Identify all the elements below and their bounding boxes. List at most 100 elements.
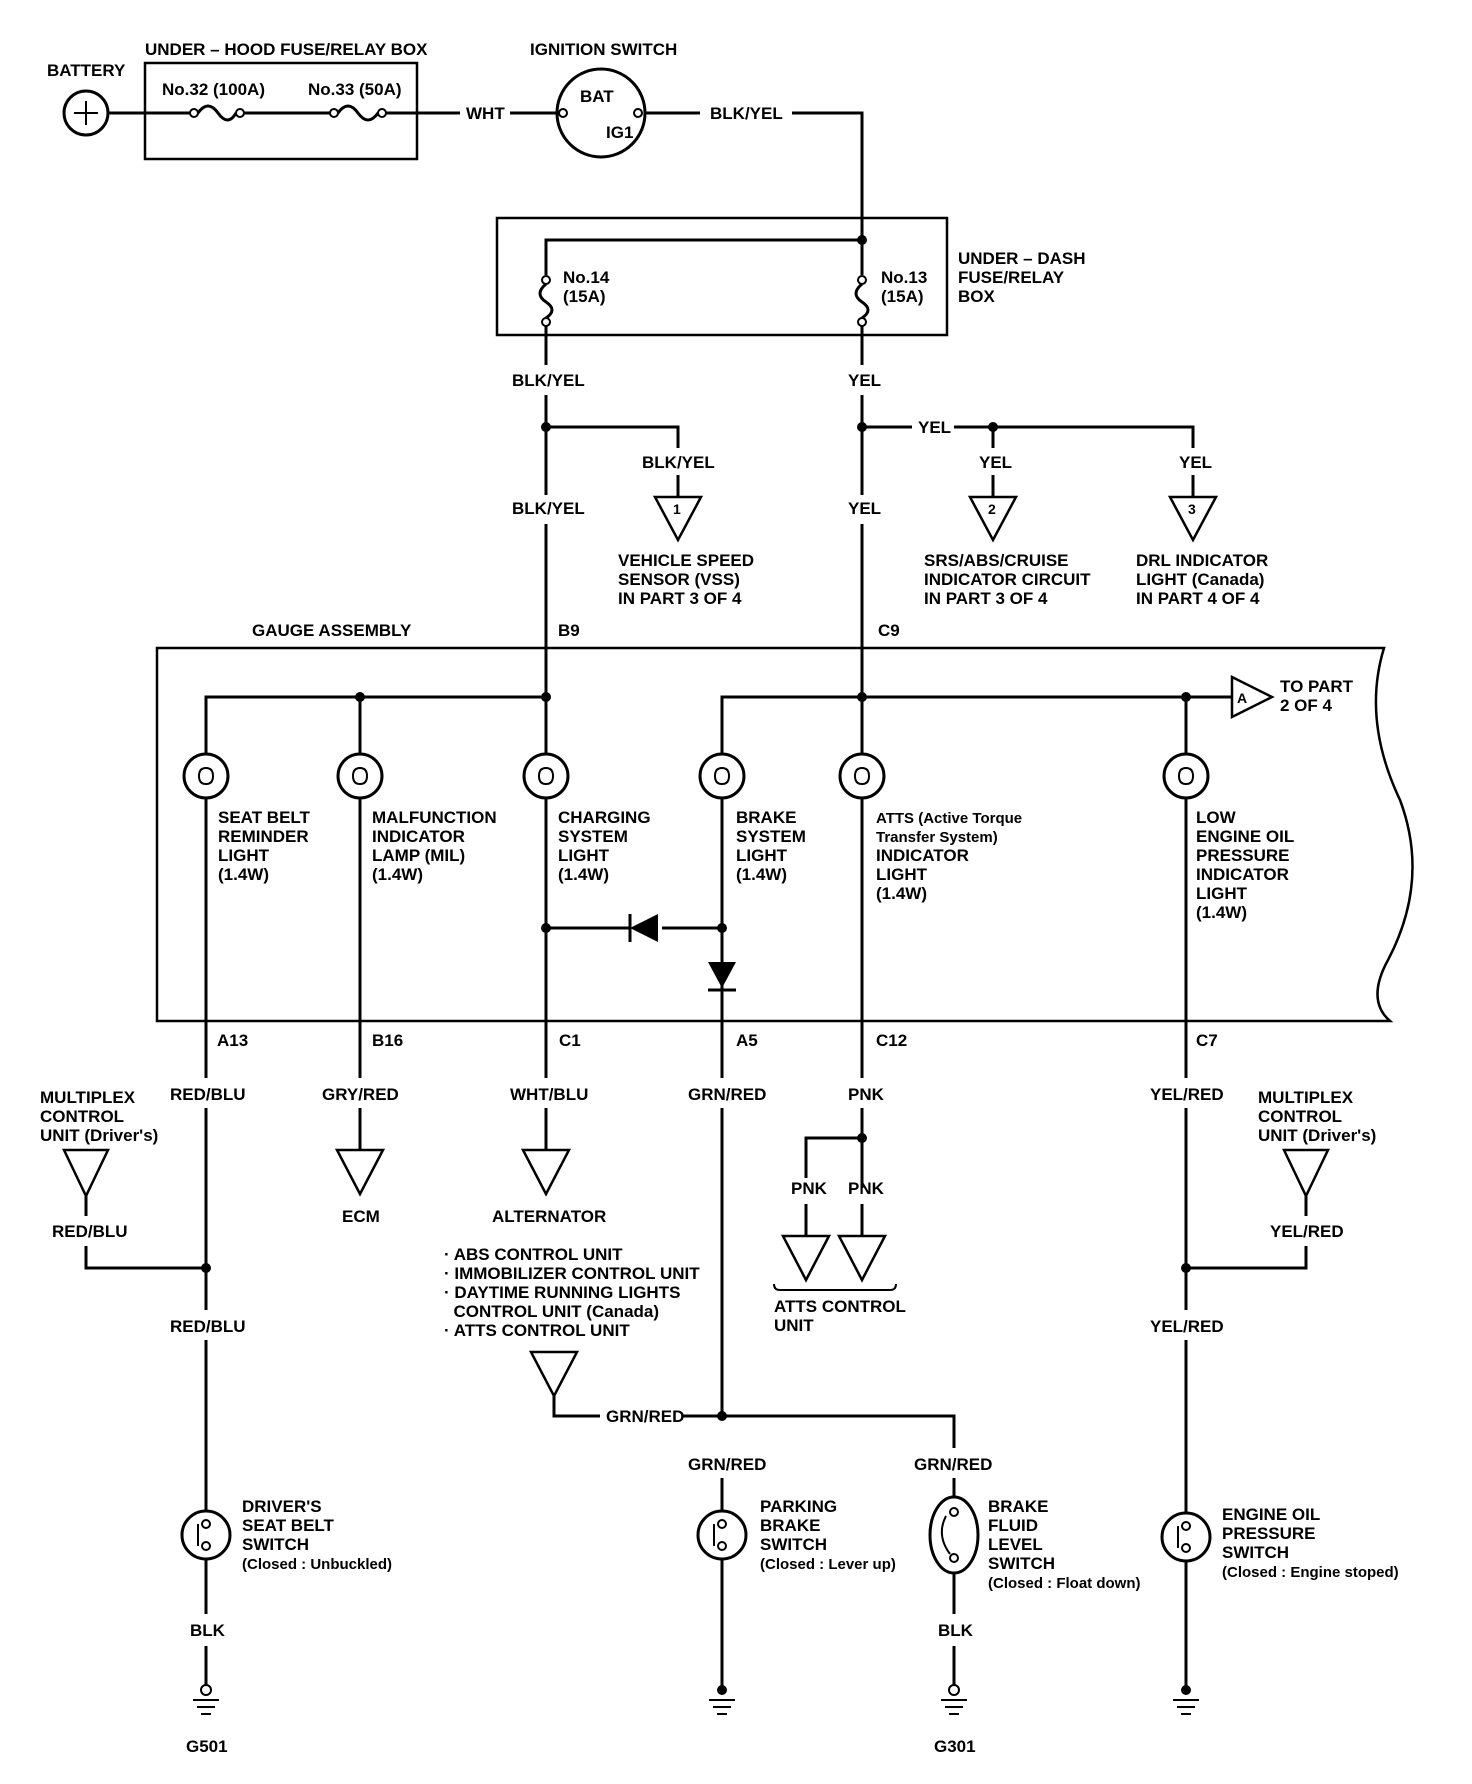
fuse-14-label-2: (15A) [563,287,606,306]
to-part-a-triangle [1230,674,1275,720]
svg-text:PARKING: PARKING [760,1497,837,1516]
battery-symbol [62,89,110,137]
svg-text:SWITCH: SWITCH [760,1535,827,1554]
bulb-oil-icon [1162,752,1210,800]
ref-3-number: 3 [1188,501,1196,517]
pin-c7: C7 [1196,1031,1218,1050]
svg-text:(1.4W): (1.4W) [736,865,787,884]
svg-text:LAMP (MIL): LAMP (MIL) [372,846,465,865]
wire-c1-label: WHT/BLU [510,1085,588,1104]
ground-oil-icon [1173,1685,1199,1715]
wire-fluid-gnd-label: BLK [938,1621,974,1640]
seatbelt-switch-label: DRIVER'S SEAT BELT SWITCH (Closed : Unbu… [242,1497,392,1573]
svg-text:(1.4W): (1.4W) [1196,903,1247,922]
svg-text:(1.4W): (1.4W) [218,865,269,884]
wire-b9-label: BLK/YEL [512,499,585,518]
mpx-right-line-3: UNIT (Driver's) [1258,1126,1376,1145]
bulb-mil-icon [336,752,384,800]
wire-c12-label: PNK [848,1085,885,1104]
underdash-title-3: BOX [958,287,996,306]
ref-3-line-3: IN PART 4 OF 4 [1136,589,1260,608]
svg-text:LIGHT: LIGHT [876,865,928,884]
svg-text:CONTROL UNIT (Canada): CONTROL UNIT (Canada) [444,1302,659,1321]
svg-text:(Closed : Lever up): (Closed : Lever up) [760,1556,896,1573]
mpx-left-line-3: UNIT (Driver's) [40,1126,158,1145]
svg-text:· DAYTIME RUNNING LIGHTS: · DAYTIME RUNNING LIGHTS [444,1283,680,1302]
gauge-assembly-title: GAUGE ASSEMBLY [252,621,412,640]
ignition-switch [555,67,647,159]
ignition-ig1-label: IG1 [606,123,633,142]
mpx-right-line-2: CONTROL [1258,1107,1342,1126]
ref-3-line-1: DRL INDICATOR [1136,551,1268,570]
wire-b16-label: GRY/RED [322,1085,399,1104]
diode-vertical-icon [708,962,736,992]
fuse-32-symbol [145,104,245,122]
mpx-right-triangle [1282,1148,1330,1199]
svg-text:LIGHT: LIGHT [218,846,270,865]
svg-text:(Closed : Unbuckled): (Closed : Unbuckled) [242,1556,392,1573]
svg-text:LOW: LOW [1196,808,1237,827]
svg-text:SEAT BELT: SEAT BELT [242,1516,335,1535]
fuse-13-symbol [854,275,870,327]
battery-label: BATTERY [47,61,126,80]
underdash-title-2: FUSE/RELAY [958,268,1065,287]
oil-pressure-switch-label: ENGINE OIL PRESSURE SWITCH (Closed : Eng… [1222,1505,1399,1581]
light-label-brake: BRAKE SYSTEM LIGHT (1.4W) [736,808,806,884]
wire-a13-label: RED/BLU [170,1085,246,1104]
svg-text:SWITCH: SWITCH [1222,1543,1289,1562]
svg-text:CHARGING: CHARGING [558,808,651,827]
ref-1-triangle [652,495,704,543]
svg-text:ENGINE OIL: ENGINE OIL [1196,827,1294,846]
atts-unit-line-1: ATTS CONTROL [774,1297,906,1316]
svg-text:ATTS (Active Torque: ATTS (Active Torque [876,810,1022,827]
wire-wht-label: WHT [466,104,505,123]
ignition-bat-label: BAT [580,87,614,106]
mpx-right-line-1: MULTIPLEX [1258,1088,1354,1107]
atts-pnk-left-label: PNK [791,1179,828,1198]
ignition-switch-title: IGNITION SWITCH [530,40,677,59]
svg-text:REMINDER: REMINDER [218,827,309,846]
wire-c7-label: YEL/RED [1150,1085,1224,1104]
pin-a5: A5 [736,1031,758,1050]
gauge-assembly-box [155,646,1414,1023]
diode-horizontal-icon [628,914,658,942]
fuse-13-label-2: (15A) [881,287,924,306]
underhood-fuse-box [143,61,419,161]
svg-text:SYSTEM: SYSTEM [736,827,806,846]
ref-2-line-1: SRS/ABS/CRUISE [924,551,1069,570]
atts-unit-line-2: UNIT [774,1316,814,1335]
underdash-title-1: UNDER – DASH [958,249,1086,268]
svg-text:INDICATOR: INDICATOR [372,827,465,846]
underhood-box-title: UNDER – HOOD FUSE/RELAY BOX [145,40,428,59]
wire-parking-label: GRN/RED [688,1455,766,1474]
pin-a13: A13 [217,1031,248,1050]
svg-text:(1.4W): (1.4W) [558,865,609,884]
wire-vss-label: BLK/YEL [642,453,715,472]
ref-2-line-2: INDICATOR CIRCUIT [924,570,1091,589]
ground-g301-icon [941,1684,967,1715]
svg-text:BRAKE: BRAKE [760,1516,820,1535]
brake-fluid-switch-label: BRAKE FLUID LEVEL SWITCH (Closed : Float… [988,1497,1140,1592]
abs-triangle [528,1350,580,1399]
light-label-seatbelt: SEAT BELT REMINDER LIGHT (1.4W) [218,808,311,884]
bulb-charging-icon [522,752,570,800]
wire-ref2-label: YEL [979,453,1012,472]
svg-text:PRESSURE: PRESSURE [1196,846,1290,865]
svg-text:· ATTS CONTROL UNIT: · ATTS CONTROL UNIT [444,1321,630,1340]
svg-text:· ABS CONTROL UNIT: · ABS CONTROL UNIT [444,1245,623,1264]
ref-1-line-2: SENSOR (VSS) [618,570,740,589]
svg-text:FLUID: FLUID [988,1516,1038,1535]
mpx-right-wire-label: YEL/RED [1270,1222,1344,1241]
bulb-brake-icon [698,752,746,800]
ground-g501-label: G501 [186,1737,228,1756]
svg-text:BRAKE: BRAKE [988,1497,1048,1516]
svg-text:SWITCH: SWITCH [242,1535,309,1554]
fuse-13-label-1: No.13 [881,268,927,287]
ref-1-line-3: IN PART 3 OF 4 [618,589,742,608]
wire-ign-to-underdash [792,111,864,238]
to-part-line-1: TO PART [1280,677,1354,696]
svg-text:(1.4W): (1.4W) [876,884,927,903]
svg-text:(1.4W): (1.4W) [372,865,423,884]
wire-c7-lower-label: YEL/RED [1150,1317,1224,1336]
oil-pressure-switch-icon [1160,1511,1212,1563]
